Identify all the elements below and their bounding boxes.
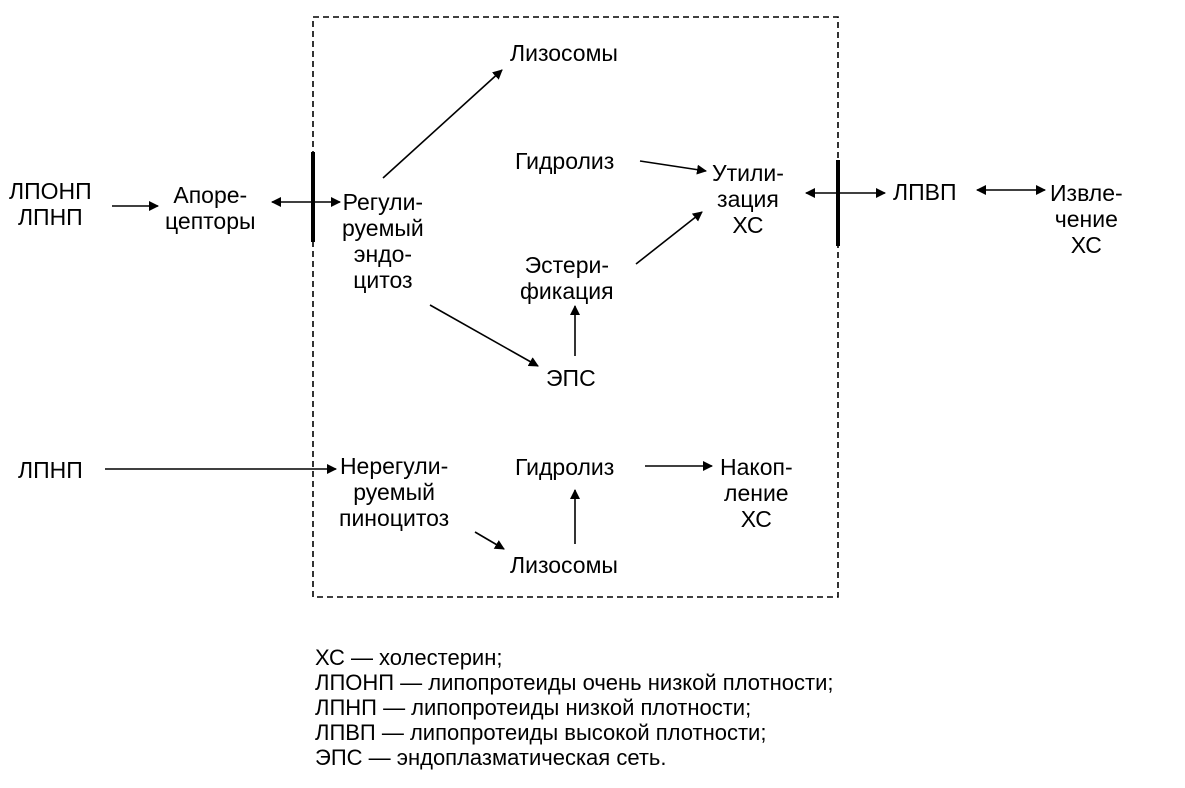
legend-item: ЛПВП — липопротеиды высокой плотности;	[315, 720, 767, 745]
legend-item: ЛПОНП — липопротеиды очень низкой плотно…	[315, 670, 834, 695]
node-aporeceptors: Апоре-цепторы	[165, 182, 256, 234]
legend: ХС — холестерин; ЛПОНП — липопротеиды оч…	[315, 645, 833, 770]
node-lysosomes-bottom: Лизосомы	[510, 552, 618, 578]
legend-item: ХС — холестерин;	[315, 645, 503, 670]
node-lysosomes-top: Лизосомы	[510, 40, 618, 66]
node-hydrolysis-top: Гидролиз	[515, 148, 615, 174]
arrow-endocytosis-to-eps	[429, 304, 539, 367]
arrow-endocytosis-to-lysosomes	[382, 69, 503, 179]
legend-item: ЭПС — эндоплазматическая сеть.	[315, 745, 667, 770]
node-lpvp: ЛПВП	[893, 179, 957, 205]
node-eps: ЭПС	[546, 365, 596, 391]
arrow-pinocytosis-to-lysosomes	[474, 531, 505, 550]
node-lpnp-bottom: ЛПНП	[18, 457, 83, 483]
cell-boundary-dashed-box	[312, 16, 839, 598]
node-esterification: Эстери-фикация	[520, 252, 614, 304]
legend-item: ЛПНП — липопротеиды низкой плотности;	[315, 695, 752, 720]
arrow-esterification-to-utilization	[635, 211, 703, 265]
arrow-hydrolysis-to-utilization	[639, 160, 707, 175]
node-hydrolysis-bottom: Гидролиз	[515, 454, 615, 480]
